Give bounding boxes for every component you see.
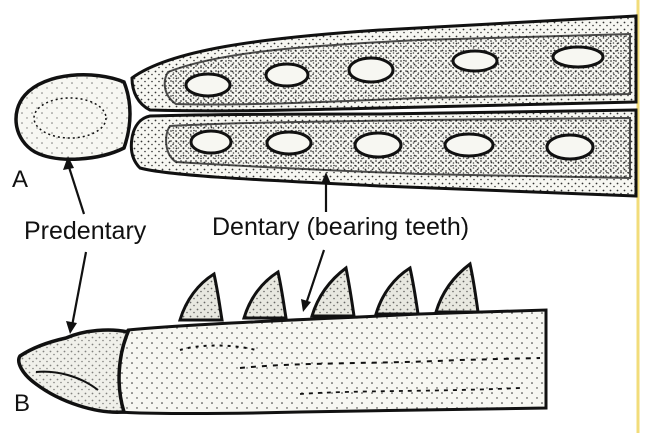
predentary-arrow-b — [72, 252, 86, 326]
predentary-arrow-a — [68, 164, 84, 214]
view-a-dorsal-jaw — [16, 16, 636, 214]
view-b-lateral-jaw — [19, 250, 546, 414]
view-a-label: A — [12, 168, 28, 192]
dentary-label: Dentary (bearing teeth) — [212, 215, 469, 240]
predentary-label: Predentary — [24, 219, 146, 244]
view-b-label: B — [14, 392, 30, 416]
